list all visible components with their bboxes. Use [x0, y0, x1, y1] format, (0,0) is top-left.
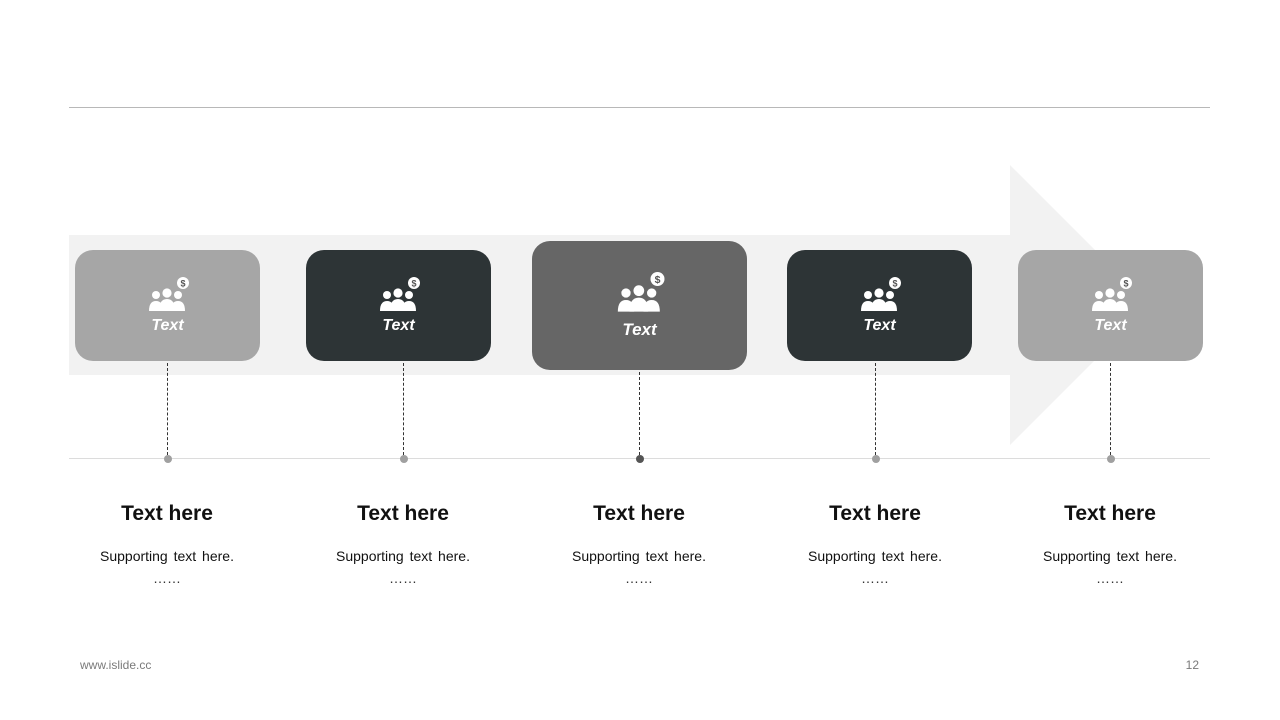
step-marker-dot [1106, 455, 1115, 463]
people-dollar-icon [148, 276, 189, 311]
step-supporting-text: Supporting text here. [572, 548, 706, 564]
step-card-label: Text [622, 319, 657, 339]
step-marker-dot [635, 455, 644, 463]
top-divider [69, 107, 1210, 108]
step-ellipsis: …… [861, 570, 889, 586]
step-title: Text here [829, 502, 921, 525]
page-number: 12 [1185, 658, 1199, 672]
step-marker-dot [163, 455, 172, 463]
people-dollar-icon [860, 276, 901, 311]
step-card-label: Text [151, 316, 184, 334]
step-title: Text here [121, 502, 213, 525]
step-ellipsis: …… [153, 570, 181, 586]
step-card-4: Text [787, 250, 972, 361]
step-title: Text here [593, 502, 685, 525]
people-dollar-icon [1091, 276, 1132, 311]
step-card-label: Text [382, 316, 415, 334]
step-title: Text here [357, 502, 449, 525]
step-connector [403, 363, 404, 455]
step-marker-dot [871, 455, 880, 463]
step-card-5: Text [1018, 250, 1203, 361]
step-card-label: Text [1094, 316, 1127, 334]
step-connector [875, 363, 876, 455]
step-title: Text here [1064, 502, 1156, 525]
step-ellipsis: …… [625, 570, 653, 586]
step-connector [639, 372, 640, 455]
step-card-label: Text [863, 316, 896, 334]
step-connector [1110, 363, 1111, 455]
people-dollar-icon [617, 271, 664, 312]
step-card-1: Text [75, 250, 260, 361]
step-marker-dot [399, 455, 408, 463]
step-card-2: Text [306, 250, 491, 361]
footer-url: www.islide.cc [80, 658, 152, 672]
step-supporting-text: Supporting text here. [336, 548, 470, 564]
step-ellipsis: …… [1096, 570, 1124, 586]
step-supporting-text: Supporting text here. [100, 548, 234, 564]
step-ellipsis: …… [389, 570, 417, 586]
step-card-3: Text [532, 241, 747, 370]
step-connector [167, 363, 168, 455]
people-dollar-icon [379, 276, 420, 311]
step-supporting-text: Supporting text here. [1043, 548, 1177, 564]
step-supporting-text: Supporting text here. [808, 548, 942, 564]
